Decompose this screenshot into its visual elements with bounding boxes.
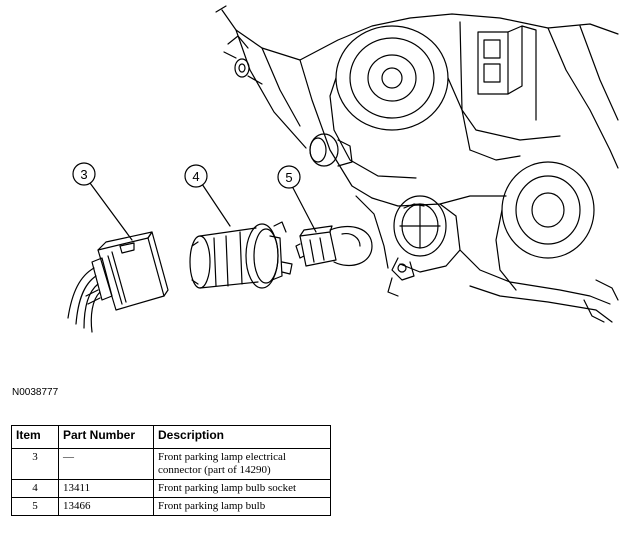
callout-5-label: 5 [285, 170, 292, 185]
callout-3: 3 [72, 162, 96, 186]
cell-item: 5 [11, 497, 59, 516]
leader-lines [89, 182, 317, 241]
bulb-socket [189, 221, 293, 289]
callout-4-label: 4 [192, 169, 199, 184]
cell-part-number: 13466 [58, 497, 154, 516]
cell-item: 4 [11, 479, 59, 498]
cell-part-number: 13411 [58, 479, 154, 498]
callout-4: 4 [184, 164, 208, 188]
table-row: 4 13411 Front parking lamp bulb socket [11, 479, 331, 498]
table-header-row: Item Part Number Description [11, 425, 331, 449]
callout-3-label: 3 [80, 167, 87, 182]
bulb [295, 225, 373, 267]
cell-item: 3 [11, 448, 59, 480]
cell-description: Front parking lamp bulb [153, 497, 331, 516]
header-part-number: Part Number [58, 425, 154, 449]
figure-id: N0038777 [12, 387, 59, 398]
callout-5: 5 [277, 165, 301, 189]
parts-illustration: 3 4 5 [67, 5, 619, 333]
cell-description: Front parking lamp bulb socket [153, 479, 331, 498]
cell-part-number: — [58, 448, 154, 480]
header-item: Item [11, 425, 59, 449]
cell-description: Front parking lamp electrical connector … [153, 448, 331, 480]
headlamp-housing [215, 5, 619, 323]
table-row: 5 13466 Front parking lamp bulb [11, 497, 331, 516]
parts-table: Item Part Number Description 3 — Front p… [11, 425, 331, 516]
table-row: 3 — Front parking lamp electrical connec… [11, 448, 331, 480]
header-description: Description [153, 425, 331, 449]
electrical-connector [67, 231, 169, 333]
